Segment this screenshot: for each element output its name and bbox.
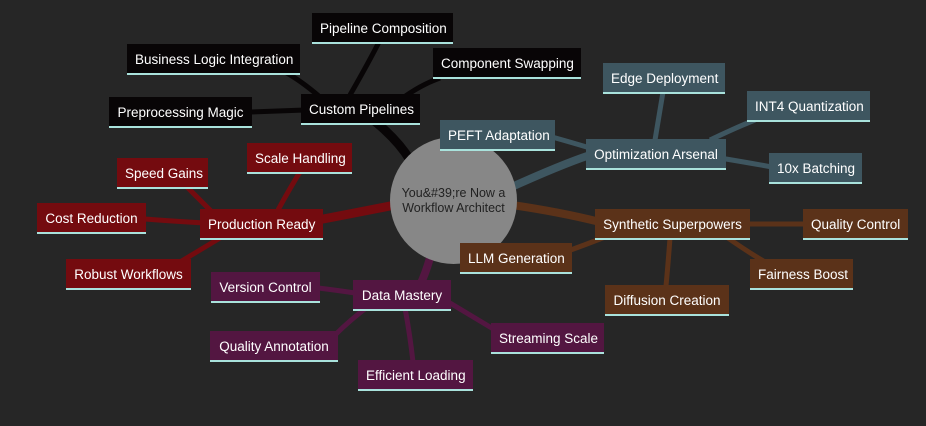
node-fairness-boost[interactable]: Fairness Boost (750, 259, 853, 290)
node-quality-annotation[interactable]: Quality Annotation (210, 331, 338, 362)
connector-streaming-scale (448, 300, 497, 333)
node-version-control[interactable]: Version Control (211, 272, 320, 303)
connector-cost-reduction (144, 216, 206, 226)
central-topic-line-2: Workflow Architect (402, 200, 505, 215)
node-llm-generation[interactable]: LLM Generation (460, 243, 572, 274)
node-data-mastery[interactable]: Data Mastery (353, 280, 451, 311)
node-diffusion-creation[interactable]: Diffusion Creation (605, 285, 729, 316)
connector-edge-deployment (652, 91, 666, 141)
node-business-logic-integration[interactable]: Business Logic Integration (127, 44, 300, 75)
central-topic[interactable]: You&#39;re Now a Workflow Architect (390, 137, 517, 264)
node-custom-pipelines[interactable]: Custom Pipelines (301, 94, 420, 125)
node-peft-adaptation[interactable]: PEFT Adaptation (440, 120, 555, 151)
node-quality-control[interactable]: Quality Control (803, 209, 908, 240)
connector-pipeline-composition (347, 38, 383, 97)
connector-optimization (503, 151, 592, 194)
node-preprocessing-magic[interactable]: Preprocessing Magic (109, 97, 252, 128)
node-synthetic-superpowers[interactable]: Synthetic Superpowers (595, 209, 750, 240)
connector-version-control (317, 285, 356, 296)
node-robust-workflows[interactable]: Robust Workflows (66, 259, 191, 290)
central-topic-line-1: You&#39;re Now a (401, 185, 506, 200)
connector-peft (551, 134, 591, 151)
node-int4-quantization[interactable]: INT4 Quantization (747, 91, 870, 122)
connector-10x-batching (719, 155, 773, 170)
node-10x-batching[interactable]: 10x Batching (769, 153, 862, 184)
node-production-ready[interactable]: Production Ready (200, 209, 323, 240)
node-efficient-loading[interactable]: Efficient Loading (358, 360, 473, 391)
connector-diffusion (663, 237, 673, 287)
connector-int4 (708, 117, 756, 143)
connector-production (317, 200, 396, 225)
node-streaming-scale[interactable]: Streaming Scale (491, 323, 604, 354)
node-speed-gains[interactable]: Speed Gains (117, 158, 208, 189)
node-component-swapping[interactable]: Component Swapping (433, 48, 581, 79)
connector-scale-handling (275, 170, 303, 212)
node-optimization-arsenal[interactable]: Optimization Arsenal (586, 139, 726, 170)
connector-synthetic (511, 201, 601, 226)
node-edge-deployment[interactable]: Edge Deployment (603, 63, 725, 94)
connector-preprocessing (249, 107, 306, 115)
node-scale-handling[interactable]: Scale Handling (247, 143, 352, 174)
node-pipeline-composition[interactable]: Pipeline Composition (312, 13, 453, 44)
connector-efficient-loading (402, 307, 416, 363)
node-cost-reduction[interactable]: Cost Reduction (37, 203, 146, 234)
